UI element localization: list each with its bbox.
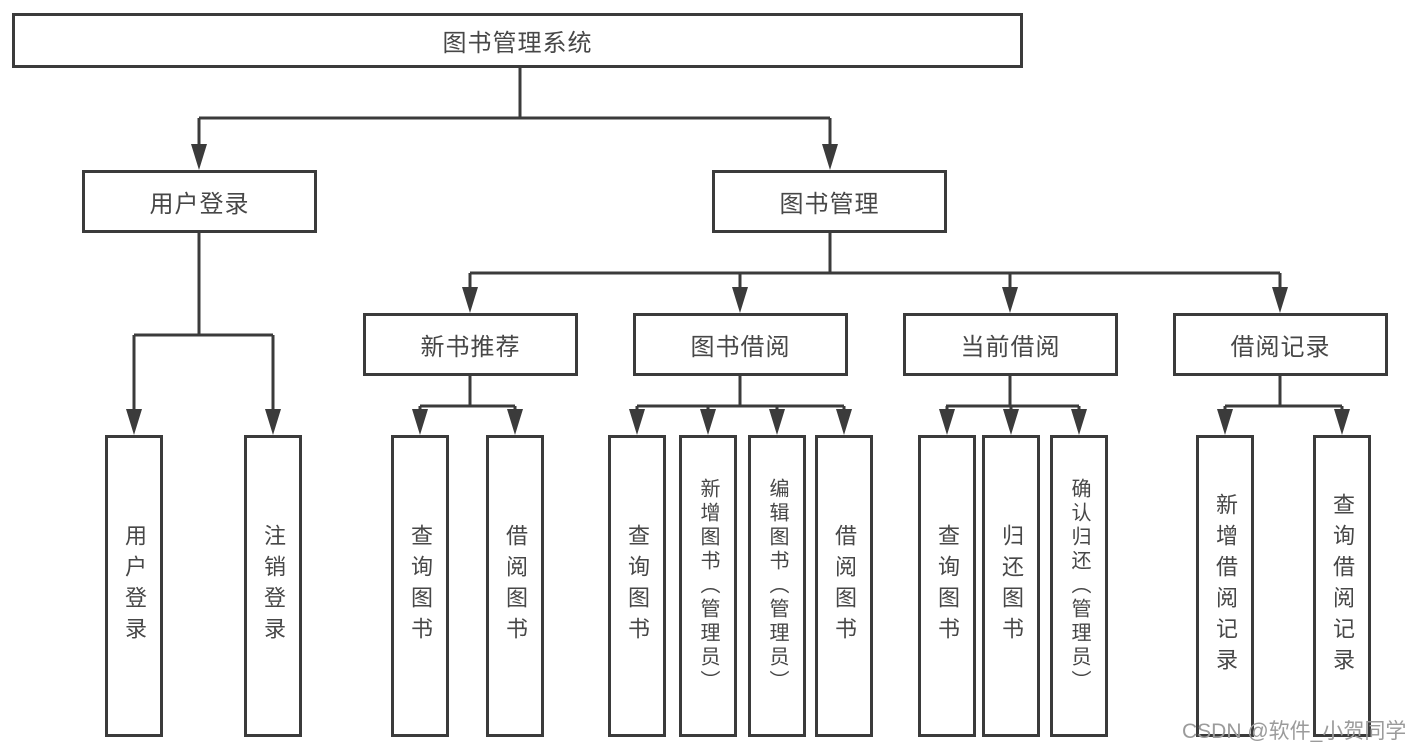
leaf-user-login: 用户登录 [105, 435, 163, 737]
node-label: 注销登录 [261, 524, 286, 648]
node-label: 图书借阅 [690, 334, 791, 361]
node-label: 新增图书（管理员） [697, 478, 719, 694]
node-book-borrow: 图书借阅 [633, 313, 848, 376]
node-label: 编辑图书（管理员） [766, 478, 788, 694]
node-current-borrow: 当前借阅 [903, 313, 1118, 376]
leaf-edit-books-admin: 编辑图书（管理员） [748, 435, 806, 737]
node-label: 借阅图书 [832, 524, 857, 648]
node-label: 确认归还（管理员） [1068, 478, 1090, 694]
node-label: 借阅记录 [1230, 334, 1331, 361]
node-label: 新书推荐 [420, 334, 521, 361]
leaf-add-borrow-record: 新增借阅记录 [1196, 435, 1254, 737]
node-label: 查询借阅记录 [1330, 493, 1355, 679]
node-library-management-system: 图书管理系统 [12, 13, 1023, 68]
node-book-management: 图书管理 [712, 170, 947, 233]
node-new-book-recommend: 新书推荐 [363, 313, 578, 376]
node-label: 借阅图书 [503, 524, 528, 648]
node-label: 用户登录 [149, 191, 250, 218]
arrowhead-icons [126, 144, 1350, 435]
node-label: 归还图书 [999, 524, 1024, 648]
leaf-query-books-current: 查询图书 [918, 435, 976, 737]
node-label: 图书管理 [779, 191, 880, 218]
node-label: 查询图书 [408, 524, 433, 648]
leaf-query-books-borrow: 查询图书 [608, 435, 666, 737]
node-label: 当前借阅 [960, 334, 1061, 361]
leaf-add-books-admin: 新增图书（管理员） [679, 435, 737, 737]
leaf-query-borrow-record: 查询借阅记录 [1313, 435, 1371, 737]
node-label: 查询图书 [625, 524, 650, 648]
node-label: 新增借阅记录 [1213, 493, 1238, 679]
node-label: 查询图书 [935, 524, 960, 648]
leaf-confirm-return-admin: 确认归还（管理员） [1050, 435, 1108, 737]
node-label: 图书管理系统 [442, 30, 593, 57]
node-user-login: 用户登录 [82, 170, 317, 233]
leaf-borrow-books-newbook: 借阅图书 [486, 435, 544, 737]
csdn-watermark: CSDN @软件_小贺同学 [1182, 720, 1405, 743]
leaf-query-books-newbook: 查询图书 [391, 435, 449, 737]
leaf-return-books: 归还图书 [982, 435, 1040, 737]
node-borrow-records: 借阅记录 [1173, 313, 1388, 376]
node-label: 用户登录 [122, 524, 147, 648]
leaf-logout: 注销登录 [244, 435, 302, 737]
leaf-borrow-books: 借阅图书 [815, 435, 873, 737]
